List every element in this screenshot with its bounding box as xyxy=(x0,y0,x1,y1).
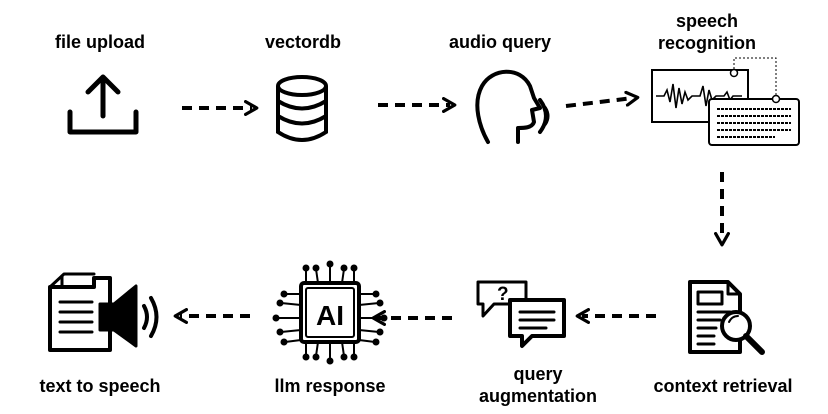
document-speaker-icon xyxy=(48,272,159,352)
ai-chip-icon: AI xyxy=(272,260,388,365)
label-vectordb: vectordb xyxy=(264,32,342,52)
label-text-to-speech: text to speech xyxy=(39,376,161,396)
database-icon xyxy=(276,75,328,142)
label-context-retrieval: context retrieval xyxy=(653,376,793,396)
label-query-augmentation-line-2: augmentation xyxy=(478,386,598,406)
question-mark-glyph: ? xyxy=(497,284,509,305)
label-speech-recognition-line-1: speech xyxy=(675,11,739,31)
chat-bubbles-icon: ? xyxy=(476,280,566,348)
speaking-head-icon xyxy=(475,69,550,144)
label-query-augmentation: query augmentation xyxy=(479,363,597,407)
speech-recognition-icon xyxy=(651,57,800,146)
label-query-augmentation-line-1: query xyxy=(513,364,563,384)
upload-icon xyxy=(67,74,139,135)
label-llm-response: llm response xyxy=(274,376,386,396)
label-audio-query: audio query xyxy=(448,32,552,52)
flow-arrow-3 xyxy=(565,90,640,108)
label-speech-recognition-line-2: recognition xyxy=(658,33,756,53)
label-speech-recognition: speech recognition xyxy=(658,10,756,54)
label-file-upload: file upload xyxy=(55,32,145,52)
document-search-icon xyxy=(688,280,765,355)
ai-chip-text: AI xyxy=(316,300,344,331)
